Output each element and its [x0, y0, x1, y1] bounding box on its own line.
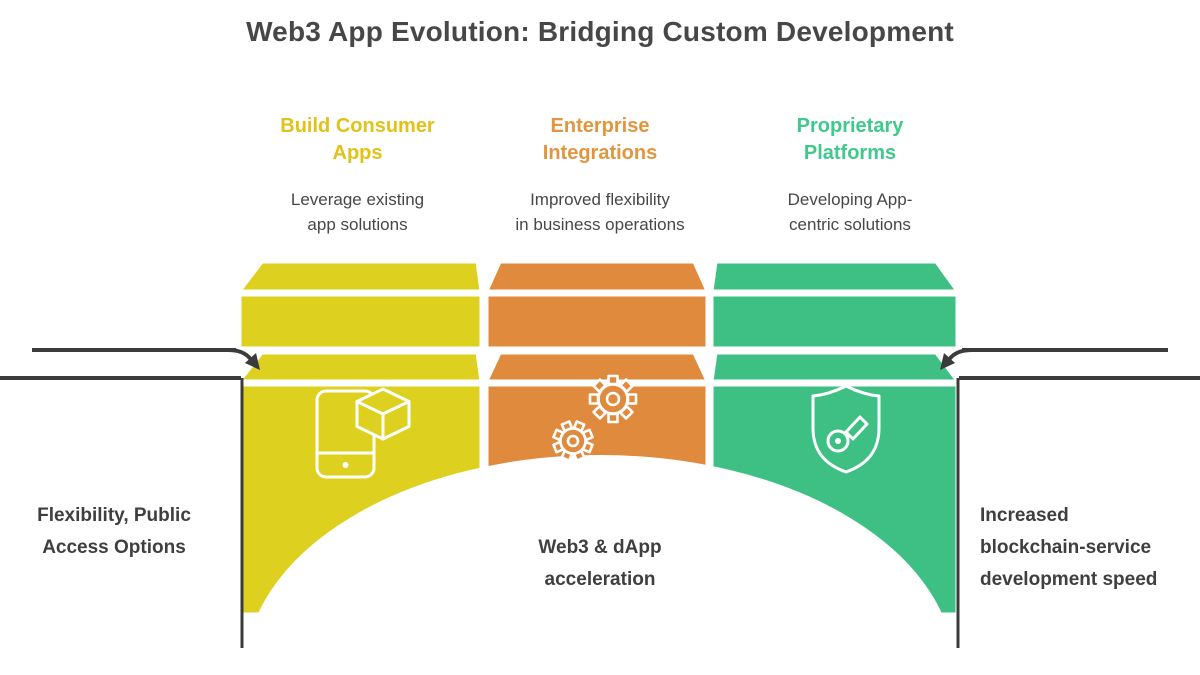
label-line: Access Options [42, 537, 186, 558]
label-line: Flexibility, Public [37, 505, 191, 526]
subtitle-line: Developing App- [787, 190, 913, 209]
green-pillar-top [710, 260, 959, 383]
right-flow-line [940, 348, 1200, 648]
subtitle-line: centric solutions [789, 215, 911, 234]
yellow-pillar-top [238, 260, 483, 383]
heading-line: Platforms [803, 142, 897, 164]
heading-proprietary-platforms: Proprietary Platforms [740, 113, 960, 167]
heading-line: Proprietary [796, 115, 904, 137]
heading-enterprise-integrations: Enterprise Integrations [490, 113, 710, 167]
subtitle-proprietary-platforms: Developing App- centric solutions [740, 187, 960, 237]
label-line: blockchain-service [980, 537, 1152, 558]
subtitle-build-consumer-apps: Leverage existing app solutions [245, 187, 470, 237]
heading-build-consumer-apps: Build Consumer Apps [245, 113, 470, 167]
label-line: Increased [980, 505, 1069, 526]
left-flow-line [0, 348, 260, 648]
heading-line: Enterprise [550, 115, 650, 137]
label-line: Web3 & dApp [538, 537, 662, 558]
subtitle-line: app solutions [307, 215, 408, 234]
orange-pillar-top [485, 260, 709, 383]
subtitle-line: Improved flexibility [530, 190, 670, 209]
label-left: Flexibility, Public Access Options [8, 500, 220, 564]
phone-cube-icon [315, 387, 411, 479]
subtitle-line: in business operations [515, 215, 685, 234]
shield-key-icon [811, 384, 881, 474]
left-arrowhead-icon [245, 353, 260, 370]
heading-line: Build Consumer [280, 115, 435, 137]
heading-line: Apps [332, 142, 383, 164]
label-line: acceleration [544, 569, 656, 590]
gears-icon [552, 374, 638, 462]
page-title: Web3 App Evolution: Bridging Custom Deve… [246, 16, 954, 47]
subtitle-enterprise-integrations: Improved flexibility in business operati… [490, 187, 710, 237]
arch-cutout [245, 455, 955, 675]
label-right: Increased blockchain-service development… [980, 500, 1192, 596]
heading-line: Integrations [542, 142, 658, 164]
subtitle-line: Leverage existing [290, 190, 425, 209]
label-middle: Web3 & dApp acceleration [488, 532, 712, 596]
right-arrowhead-icon [940, 353, 955, 370]
label-line: development speed [980, 569, 1158, 590]
